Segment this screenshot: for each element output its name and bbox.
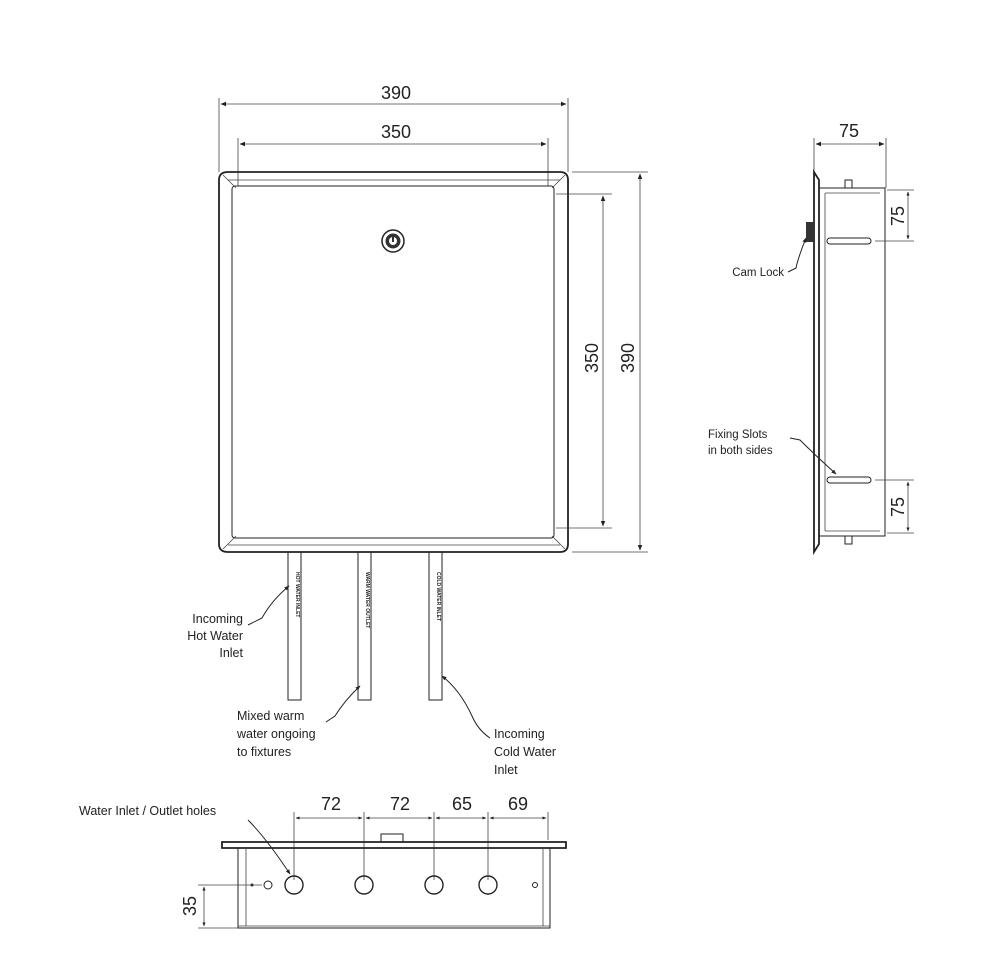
- callout-hot-line-1: Incoming: [192, 612, 243, 626]
- dim-spacing-4: 69: [508, 794, 528, 814]
- pipe-warm: WARM WATER OUTLET: [357, 551, 372, 701]
- dim-depth: 75: [813, 121, 887, 188]
- callout-mixed-line-1: Mixed warm: [237, 709, 304, 723]
- callout-mixed-outlet: Mixed warm water ongoing to fixtures: [236, 685, 361, 759]
- callout-mixed-line-2: water ongoing: [236, 727, 316, 741]
- cam-lock-icon: [381, 229, 405, 253]
- hole-row: [250, 875, 538, 895]
- dim-bottom-height: 35: [180, 884, 262, 929]
- callout-hot-line-3: Inlet: [219, 646, 243, 660]
- pipe-hot-label: HOT WATER INLET: [294, 572, 300, 617]
- dim-inner-height: 350: [556, 193, 612, 529]
- dim-spacing-2: 72: [390, 794, 410, 814]
- dim-spacing-3: 65: [452, 794, 472, 814]
- dim-outer-height-label: 390: [618, 343, 638, 373]
- callout-cold-inlet: Incoming Cold Water Inlet: [441, 675, 556, 777]
- cabinet-frame: [218, 171, 569, 553]
- dim-top-slot-label: 75: [888, 206, 908, 226]
- callout-fixing-line-2: in both sides: [708, 445, 773, 457]
- callout-mixed-line-3: to fixtures: [237, 745, 291, 759]
- dim-outer-width: 390: [218, 83, 569, 172]
- side-view: 75 75 75 C: [708, 121, 914, 556]
- pipe-warm-label: WARM WATER OUTLET: [364, 572, 370, 628]
- callout-cold-line-1: Incoming: [494, 727, 545, 741]
- dim-inner-height-label: 350: [582, 343, 602, 373]
- dim-bottom-height-label: 35: [180, 896, 200, 916]
- callout-fixing-line-1: Fixing Slots: [708, 429, 768, 441]
- callout-holes-label: Water Inlet / Outlet holes: [79, 804, 216, 818]
- dim-depth-label: 75: [839, 121, 859, 141]
- dim-bottom-slot-label: 75: [888, 497, 908, 517]
- callout-cold-line-3: Inlet: [494, 763, 518, 777]
- callout-fixing-slots: Fixing Slots in both sides: [708, 429, 837, 475]
- front-view: 390 350: [187, 83, 648, 777]
- pipe-hot: HOT WATER INLET: [287, 551, 302, 701]
- dim-outer-width-label: 390: [381, 83, 411, 103]
- pipe-cold-label: COLD WATER INLET: [435, 572, 441, 621]
- callout-cam-lock: Cam Lock: [732, 237, 807, 279]
- pipe-cold: COLD WATER INLET: [428, 551, 443, 701]
- dim-top-slot: 75: [875, 189, 914, 242]
- callout-hot-line-2: Hot Water: [187, 629, 243, 643]
- dim-spacings: 72 72 65 69: [293, 794, 549, 880]
- callout-cam-lock-label: Cam Lock: [732, 267, 784, 279]
- dim-spacing-1: 72: [321, 794, 341, 814]
- bottom-view: 72 72 65 69 35: [79, 794, 567, 929]
- dim-inner-width-label: 350: [381, 122, 411, 142]
- dim-outer-height: 390: [572, 171, 648, 553]
- dim-inner-width: 350: [237, 122, 549, 186]
- callout-holes: Water Inlet / Outlet holes: [79, 804, 291, 875]
- callout-cold-line-2: Cold Water: [494, 745, 556, 759]
- dim-bottom-slot: 75: [875, 479, 914, 534]
- callout-hot-inlet: Incoming Hot Water Inlet: [187, 585, 290, 660]
